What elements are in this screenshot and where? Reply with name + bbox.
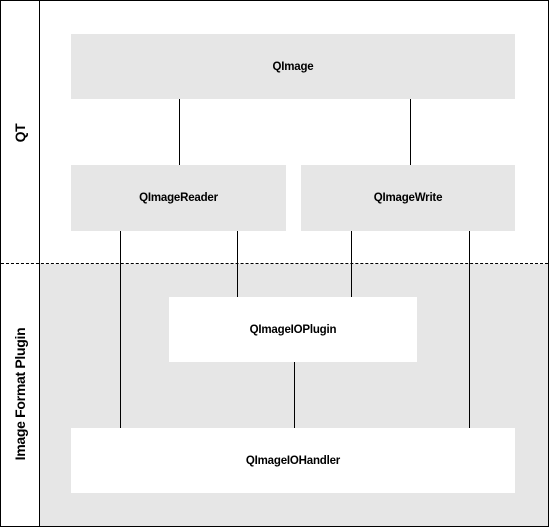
qimagewrite-box: QImageWrite (301, 165, 515, 231)
plugin-section-label: Image Format Plugin (12, 327, 28, 461)
connector-reader-handler (120, 231, 121, 428)
connector-reader-plugin (237, 231, 238, 297)
connector-qimage-write (410, 99, 411, 165)
qimage-box: QImage (71, 34, 515, 99)
connector-write-plugin (351, 231, 352, 297)
qimageiohandler-box: QImageIOHandler (71, 428, 515, 493)
connector-write-handler (469, 231, 470, 428)
connector-qimage-reader (179, 99, 180, 165)
section-divider (1, 263, 548, 264)
connector-plugin-handler (294, 362, 295, 428)
qimagereader-box: QImageReader (71, 165, 286, 231)
qimageioplugin-box: QImageIOPlugin (169, 297, 417, 362)
qt-section-label: QT (12, 123, 28, 143)
